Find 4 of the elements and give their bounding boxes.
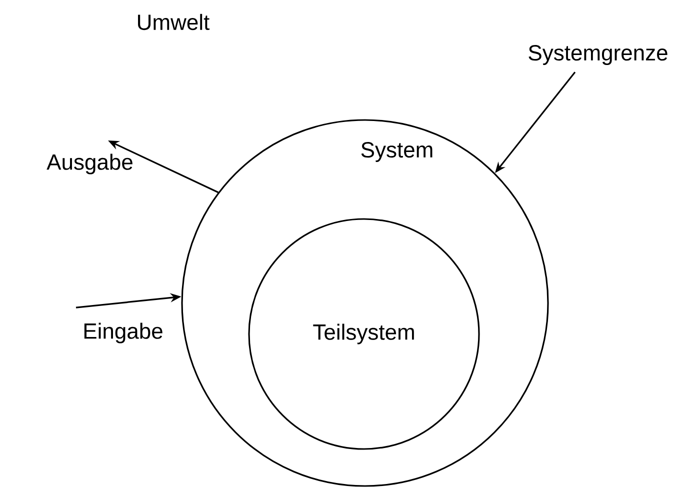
node-text: Ausgabe (46, 154, 132, 174)
node-text: Systemgrenze (528, 45, 668, 65)
label: Umwelt (138, 14, 210, 30)
node-text: Eingabe (84, 322, 162, 344)
